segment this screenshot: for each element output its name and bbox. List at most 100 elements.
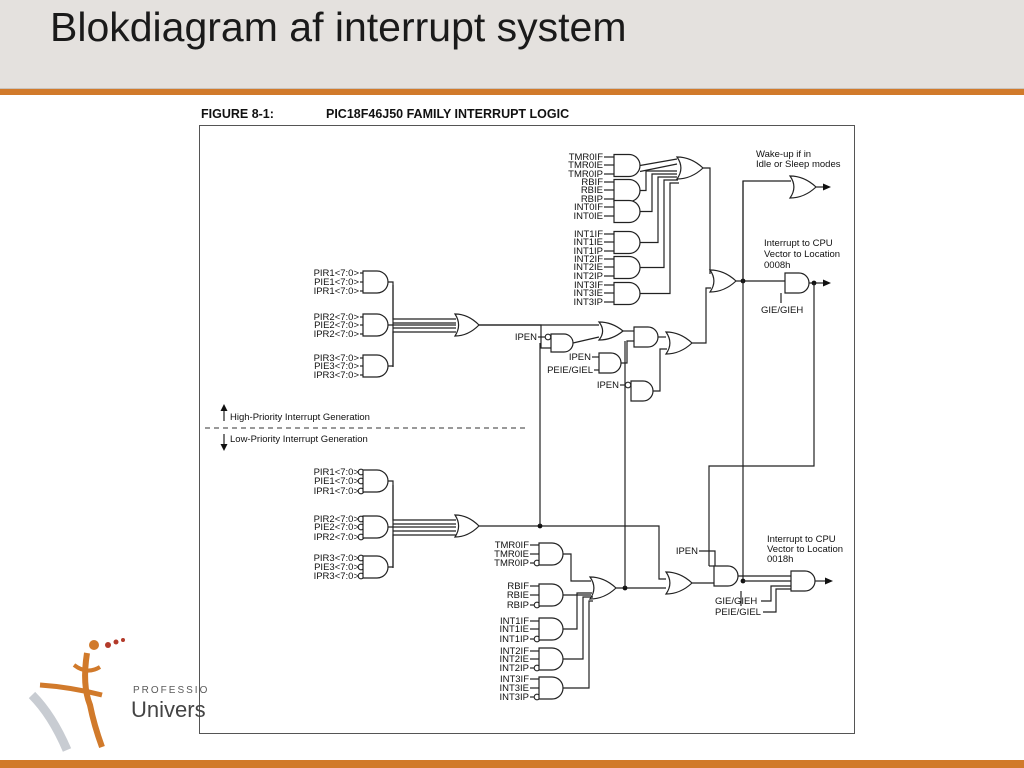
hi-vec-label-2: Vector to Location: [764, 249, 840, 260]
input-label: INT2IP: [499, 663, 529, 674]
or-gate: [453, 514, 480, 538]
gie-gieh-label: GIE/GIEH: [761, 305, 803, 316]
brand-small-text: PROFESSIO: [133, 685, 210, 696]
input-label: PIR1<7:0>: [314, 268, 360, 279]
wire: [563, 600, 593, 689]
wire: [479, 525, 666, 580]
wire: [563, 596, 593, 660]
input-label: RBIE: [581, 185, 603, 196]
inverter-bubble: [544, 333, 552, 341]
wire: [388, 534, 456, 568]
hi-vec-label-1: Interrupt to CPU: [764, 238, 833, 249]
lo-vec-label-2: Vector to Location: [767, 544, 843, 555]
input-label: RBIP: [507, 600, 529, 611]
and-gate: [538, 583, 564, 607]
wire: [479, 324, 551, 349]
wire: [563, 553, 591, 582]
input-label: INT3IP: [499, 692, 529, 703]
and-gate: [538, 676, 564, 700]
and-gate: [790, 570, 816, 592]
and-gate: [613, 230, 641, 255]
and-gate: [613, 153, 641, 178]
wake-label-2: Idle or Sleep modes: [756, 159, 841, 170]
hi-priority-arrow: [220, 404, 228, 411]
input-label: TMR0IF: [569, 152, 604, 163]
ipen-label-4: IPEN: [676, 546, 698, 557]
input-label: PIE1<7:0>: [314, 277, 359, 288]
and-gate: [362, 313, 389, 337]
input-label: RBIF: [581, 177, 603, 188]
peie-giel-label: PEIE/GIEL: [547, 365, 593, 376]
wire: [692, 287, 711, 344]
and-gate: [362, 515, 389, 539]
and-gate: [613, 281, 641, 306]
and-gate: [362, 469, 389, 493]
lo-vec-label-1: Interrupt to CPU: [767, 534, 836, 545]
input-label: INT3IF: [500, 674, 529, 685]
or-gate: [708, 269, 737, 293]
wire: [639, 158, 678, 167]
input-label: PIR1<7:0>: [314, 467, 360, 478]
wire: [708, 283, 815, 566]
input-label: INT2IP: [573, 271, 603, 282]
ipen-label: IPEN: [515, 332, 537, 343]
peie-giel-label-2: PEIE/GIEL: [715, 607, 761, 618]
hi-priority-label: High-Priority Interrupt Generation: [230, 412, 370, 423]
header-divider: [0, 89, 1024, 95]
and-gate: [538, 647, 564, 671]
wire: [640, 170, 677, 192]
input-label: INT1IP: [573, 246, 603, 257]
wire: [761, 585, 791, 602]
and-gate: [633, 326, 659, 348]
wire: [640, 176, 677, 244]
figure-caption: PIC18F46J50 FAMILY INTERRUPT LOGIC: [326, 107, 570, 121]
input-label: PIE3<7:0>: [314, 361, 359, 372]
input-label: INT3IE: [573, 288, 603, 299]
input-label: PIR2<7:0>: [314, 514, 360, 525]
input-label: INT1IF: [574, 229, 603, 240]
wire: [763, 588, 791, 613]
input-label: IPR1<7:0>: [314, 286, 360, 297]
wire: [699, 550, 716, 566]
figure-label: FIGURE 8-1:: [201, 107, 274, 121]
and-gate: [538, 617, 564, 641]
input-label: PIR3<7:0>: [314, 353, 360, 364]
or-gate: [588, 576, 617, 600]
and-gate: [713, 565, 739, 587]
footer-divider: [0, 760, 1024, 768]
lo-priority-label: Low-Priority Interrupt Generation: [230, 434, 368, 445]
input-label: TMR0IP: [568, 169, 603, 180]
and-gate: [630, 380, 654, 402]
and-gate: [362, 354, 389, 378]
input-label: PIE1<7:0>: [314, 476, 359, 487]
brand-large-text: Univers: [131, 697, 206, 722]
lo-vec-arrow: [825, 577, 833, 585]
lo-priority-arrow: [220, 444, 228, 451]
and-gate: [538, 542, 564, 566]
input-label: INT3IF: [574, 280, 603, 291]
input-label: PIR3<7:0>: [314, 553, 360, 564]
and-gate: [598, 352, 622, 374]
input-label: INT0IE: [573, 211, 603, 222]
wire: [640, 173, 677, 213]
wire: [640, 179, 678, 269]
and-gate: [550, 333, 574, 353]
slide-title: Blokdiagram af interrupt system: [50, 4, 627, 50]
input-label: INT0IF: [574, 202, 603, 213]
and-gate: [362, 555, 389, 579]
or-gate: [788, 175, 817, 199]
input-label: IPR3<7:0>: [314, 571, 360, 582]
or-gate: [453, 313, 480, 337]
input-label: IPR3<7:0>: [314, 370, 360, 381]
input-label: PIE2<7:0>: [314, 320, 359, 331]
and-gate: [613, 255, 641, 280]
wire: [639, 163, 678, 173]
lo-vec-label-3: 0018h: [767, 554, 793, 565]
and-gate: [362, 270, 389, 294]
input-label: INT2IE: [573, 262, 603, 273]
input-label: RBIP: [581, 194, 603, 205]
diagram-svg: TMR0IFTMR0IETMR0IPRBIFRBIERBIPINT0IFINT0…: [205, 149, 843, 703]
wire: [703, 167, 711, 274]
input-label: INT1IP: [499, 634, 529, 645]
wire: [388, 480, 456, 521]
